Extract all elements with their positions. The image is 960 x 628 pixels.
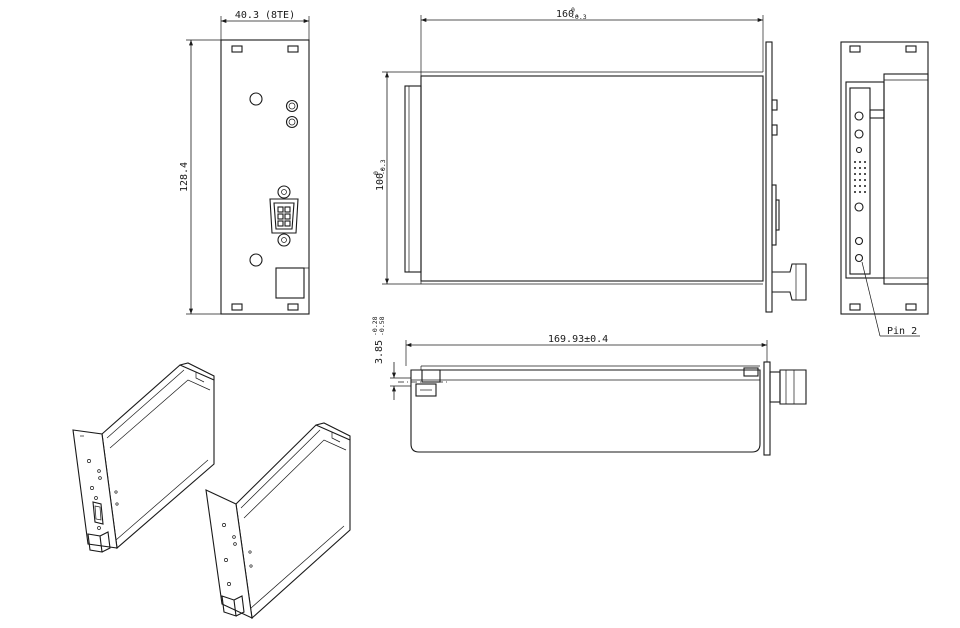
pin-2-callout: Pin 2	[887, 326, 917, 337]
top-view: 160. 0 -0.3 100. 0 -0.3	[372, 6, 807, 313]
side-view: 169.93±0.4 3.85 -0.28 -0.58	[371, 316, 807, 456]
top-height-label: 100.	[375, 167, 386, 191]
front-width-label: 40.3 (8TE)	[235, 10, 295, 21]
isometric-view-right	[205, 422, 351, 620]
side-offset-upper-tol: -0.28	[371, 316, 379, 336]
side-front-plate	[763, 361, 771, 456]
top-length-upper-tol: 0	[571, 6, 575, 14]
top-length-lower-tol: -0.3	[571, 13, 587, 21]
top-length-label: 160.	[556, 9, 580, 20]
front-hole-large	[249, 92, 263, 106]
top-height-lower-tol: -0.3	[379, 159, 387, 175]
iso-right-front-panel	[205, 489, 253, 619]
side-length-label: 169.93±0.4	[548, 334, 608, 345]
front-handle-block	[275, 267, 305, 299]
side-offset-label: 3.85	[374, 340, 385, 364]
end-pin-grid	[854, 161, 866, 193]
top-rail	[404, 85, 422, 273]
top-front-plate	[765, 41, 773, 313]
mounting-slot-bottom-right	[287, 303, 299, 311]
end-connector-strip	[845, 81, 885, 279]
mounting-slot-top-left	[231, 45, 243, 53]
front-panel	[220, 39, 310, 315]
side-handle	[779, 369, 807, 405]
end-body	[883, 73, 929, 285]
top-handle	[772, 263, 807, 301]
front-view: 40.3 (8TE) 128.4	[179, 10, 310, 315]
side-offset-lower-tol: -0.58	[378, 316, 386, 336]
isometric-view-left	[72, 362, 215, 553]
end-view: Pin 2	[840, 41, 929, 337]
mounting-slot-top-right	[287, 45, 299, 53]
iso-left-front-panel	[72, 429, 118, 549]
mounting-slot-bottom-left	[231, 303, 243, 311]
led-lower	[285, 115, 299, 129]
top-height-upper-tol: 0	[372, 171, 380, 175]
dsub-connector	[269, 185, 299, 247]
front-hole-bottom	[249, 253, 263, 267]
led-upper	[285, 99, 299, 113]
top-body	[420, 75, 764, 282]
side-body	[410, 369, 761, 453]
front-height-label: 128.4	[179, 162, 190, 192]
